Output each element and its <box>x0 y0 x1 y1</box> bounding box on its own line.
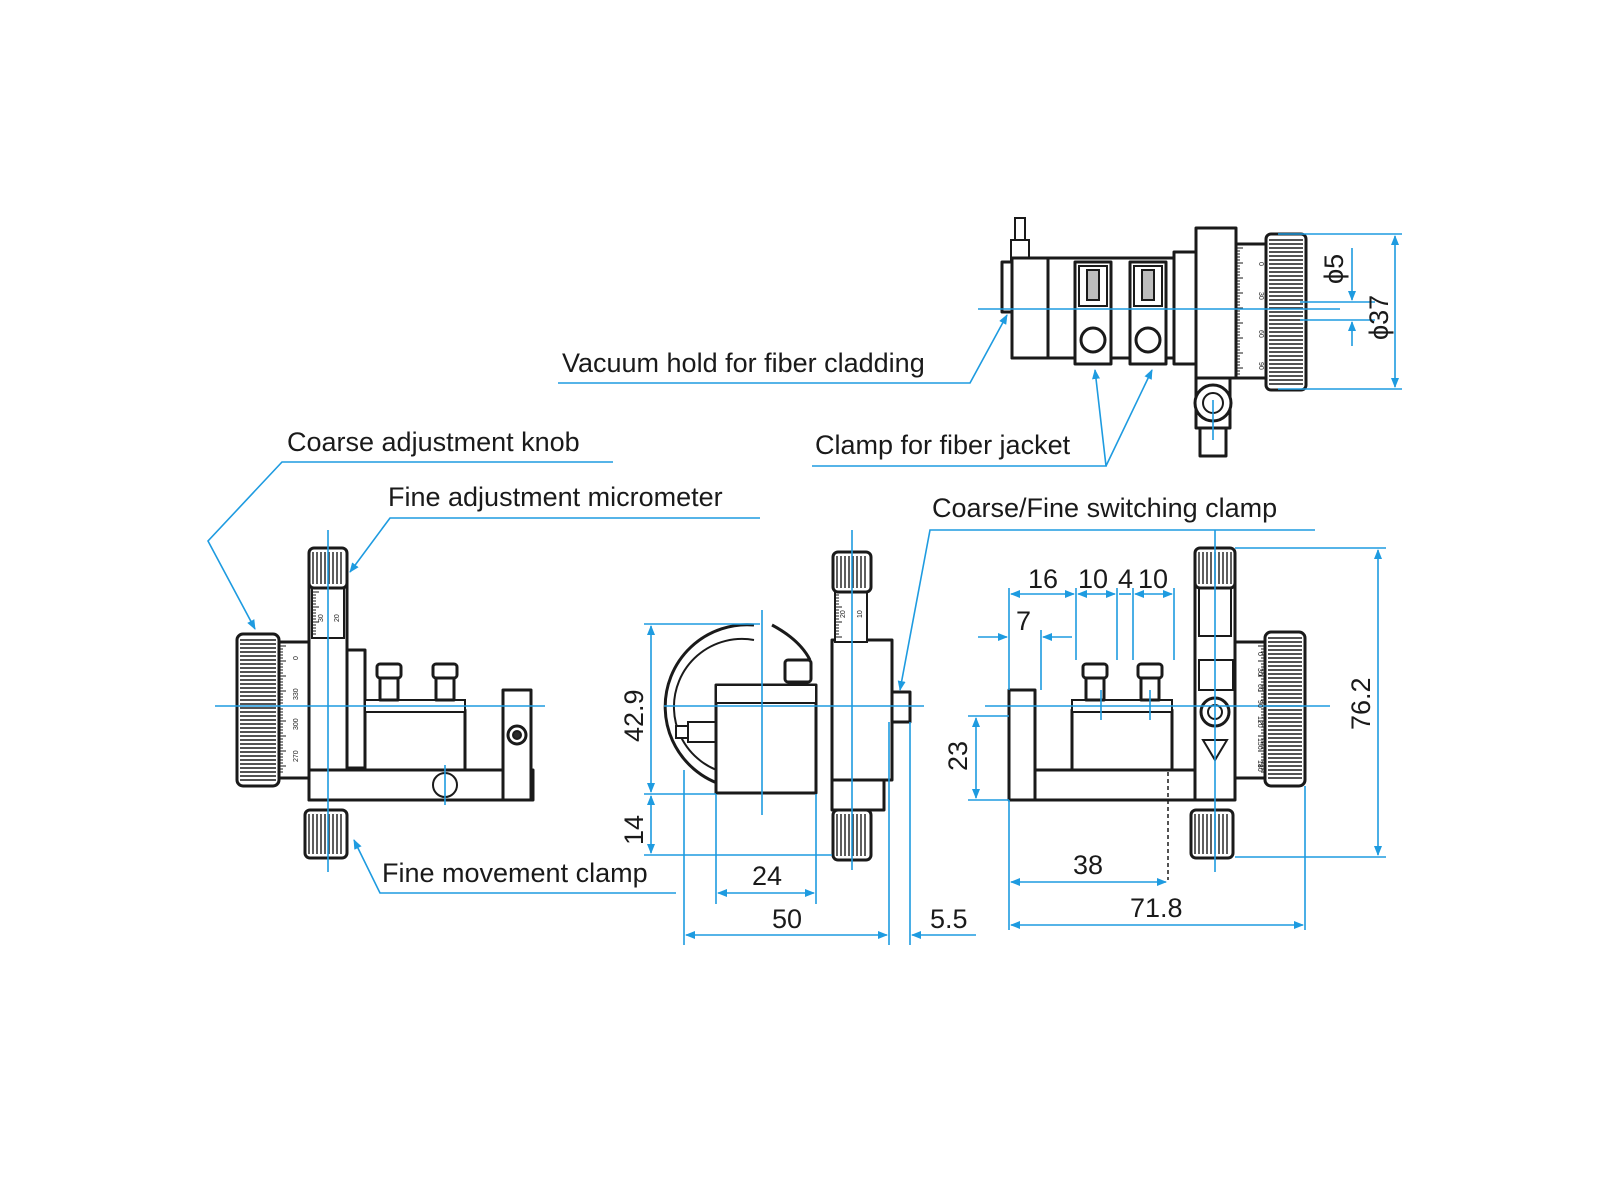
dim-16: 16 <box>1028 564 1058 594</box>
svg-text:0: 0 <box>293 656 300 660</box>
dim-71-8: 71.8 <box>1130 893 1183 923</box>
svg-text:120: 120 <box>1256 716 1263 728</box>
svg-text:60: 60 <box>1256 684 1263 692</box>
leader-switching-clamp <box>897 529 1315 691</box>
label-fine-movement-clamp: Fine movement clamp <box>382 858 648 888</box>
svg-text:10: 10 <box>857 610 864 618</box>
svg-text:300: 300 <box>293 718 300 730</box>
svg-text:90: 90 <box>1256 700 1263 708</box>
svg-text:90: 90 <box>1257 362 1264 370</box>
svg-text:60: 60 <box>1257 330 1264 338</box>
label-fine-micrometer: Fine adjustment micrometer <box>388 482 723 512</box>
dim-23: 23 <box>943 741 973 771</box>
left-base <box>307 768 535 802</box>
left-scale-barrel <box>277 640 311 780</box>
text-labels: Vacuum hold for fiber cladding Clamp for… <box>287 254 1394 934</box>
dimension-lines <box>644 233 1402 945</box>
vacuum-nozzle <box>1014 217 1026 241</box>
coarse-adjustment-knob <box>235 632 281 788</box>
top-view <box>978 217 1340 458</box>
dim-phi5: ϕ5 <box>1319 254 1349 284</box>
clamp-screw-icon <box>1134 326 1162 354</box>
right-end-block <box>1007 688 1037 802</box>
knob-right-scale-numerals: 0 30 60 90 120 150 180 <box>1256 652 1263 772</box>
dim-50: 50 <box>772 904 802 934</box>
dim-phi37: ϕ37 <box>1364 295 1394 340</box>
dim-4: 4 <box>1118 564 1133 594</box>
middle-micrometer-barrel <box>834 587 868 643</box>
svg-text:20: 20 <box>840 610 847 618</box>
dim-10a: 10 <box>1078 564 1108 594</box>
leader-fine-movement-clamp <box>353 839 676 894</box>
middle-column <box>830 638 894 782</box>
svg-text:0: 0 <box>1257 262 1264 266</box>
right-coarse-knob <box>1263 630 1307 788</box>
label-coarse-fine-clamp: Coarse/Fine switching clamp <box>932 493 1277 523</box>
dim-14: 14 <box>619 815 649 845</box>
top-micrometer-housing <box>1194 226 1238 380</box>
dim-10b: 10 <box>1138 564 1168 594</box>
leader-fine-micrometer <box>349 517 760 573</box>
svg-text:30: 30 <box>1257 292 1264 300</box>
right-base <box>1033 768 1197 802</box>
svg-text:0: 0 <box>1256 652 1263 656</box>
leader-vacuum-hold <box>558 314 1008 384</box>
knob-left-scale-numerals: 0 330 300 270 <box>293 656 300 762</box>
dim-38: 38 <box>1073 850 1103 880</box>
coarse-fine-switching-clamp <box>890 690 912 724</box>
svg-text:20: 20 <box>334 614 341 622</box>
label-clamp-fiber-jacket: Clamp for fiber jacket <box>815 430 1071 460</box>
svg-text:30: 30 <box>1256 668 1263 676</box>
dim-76-2: 76.2 <box>1346 677 1376 730</box>
dim-24: 24 <box>752 861 782 891</box>
clamp-screw-icon <box>1079 326 1107 354</box>
middle-view <box>663 530 924 870</box>
jacket-clamp-1 <box>1073 260 1113 366</box>
leader-lines <box>207 314 1315 894</box>
svg-text:330: 330 <box>293 688 300 700</box>
right-view <box>985 530 1330 880</box>
svg-text:180: 180 <box>1256 760 1263 772</box>
dim-5-5: 5.5 <box>930 904 968 934</box>
label-vacuum-hold: Vacuum hold for fiber cladding <box>562 348 925 378</box>
knob-top-scale-numerals: 0 30 60 90 <box>1257 262 1264 370</box>
svg-text:150: 150 <box>1256 738 1263 750</box>
jacket-clamp-2 <box>1128 260 1168 366</box>
svg-text:30: 30 <box>318 614 325 622</box>
left-view <box>215 530 545 872</box>
dim-42-9: 42.9 <box>619 689 649 742</box>
leader-jacket-clamp-2 <box>1105 369 1153 467</box>
dim-7: 7 <box>1016 606 1031 636</box>
svg-text:270: 270 <box>293 750 300 762</box>
micro-mid-scale-numerals: 20 10 <box>840 610 864 618</box>
label-coarse-knob: Coarse adjustment knob <box>287 427 580 457</box>
leader-coarse-knob <box>207 461 613 630</box>
micro-left-scale-numerals: 30 20 <box>318 614 341 622</box>
right-scale-barrel <box>1233 640 1267 780</box>
